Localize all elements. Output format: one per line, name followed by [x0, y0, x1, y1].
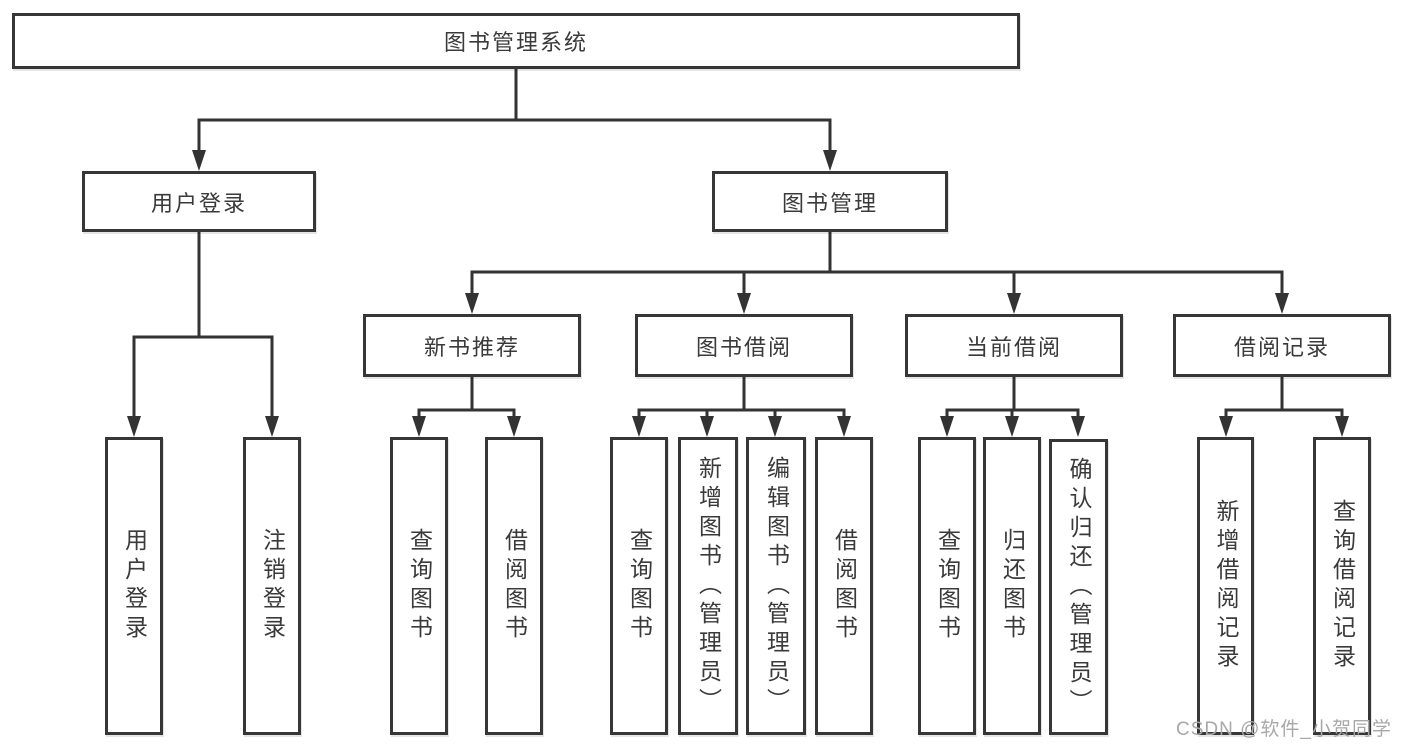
- leaf-query-borrow-record: 查询借阅记录: [1313, 437, 1371, 735]
- leaf-return-books: 归还图书: [983, 437, 1041, 735]
- arrow-icon: [265, 416, 279, 437]
- node-borrow-record: 借阅记录: [1173, 314, 1391, 377]
- arrow-icon: [940, 416, 954, 437]
- connector-user-login: [132, 229, 274, 422]
- leaf-add-books-admin: 新增图书（管理员）: [678, 437, 738, 735]
- arrow-icon: [823, 150, 837, 171]
- node-current-borrow: 当前借阅: [905, 314, 1123, 377]
- arrow-icon: [412, 416, 426, 437]
- leaf-logout: 注销登录: [243, 437, 301, 735]
- arrow-icon: [1335, 416, 1349, 437]
- connector-borrow-record: [1224, 374, 1344, 422]
- leaf-query-books: 查询图书: [918, 437, 976, 735]
- arrow-icon: [768, 416, 782, 437]
- arrow-icon: [1275, 293, 1289, 314]
- leaf-user-login: 用户登录: [105, 437, 163, 735]
- arrowheads: [127, 150, 1349, 437]
- leaf-query-books: 查询图书: [390, 437, 448, 735]
- arrow-icon: [127, 416, 141, 437]
- node-root: 图书管理系统: [12, 13, 1020, 69]
- leaf-query-books: 查询图书: [610, 437, 668, 735]
- arrow-icon: [700, 416, 714, 437]
- node-new-book-recommend: 新书推荐: [363, 314, 581, 377]
- leaf-confirm-return-admin: 确认归还（管理员）: [1049, 439, 1108, 735]
- connector-current-borrow: [945, 374, 1080, 422]
- arrow-icon: [192, 150, 206, 171]
- leaf-borrow-books: 借阅图书: [485, 437, 543, 735]
- connector-book-management: [470, 229, 1284, 299]
- arrow-icon: [837, 416, 851, 437]
- leaf-edit-books-admin: 编辑图书（管理员）: [746, 437, 806, 735]
- connector-root: [197, 68, 832, 156]
- node-book-borrow: 图书借阅: [635, 314, 853, 377]
- leaf-add-borrow-record: 新增借阅记录: [1197, 437, 1254, 735]
- leaf-borrow-books: 借阅图书: [815, 437, 873, 735]
- csdn-watermark: CSDN @软件_小贺同学: [1176, 719, 1392, 740]
- arrow-icon: [632, 416, 646, 437]
- arrow-icon: [1007, 293, 1021, 314]
- connector-new-book: [417, 374, 516, 422]
- connector-book-borrow: [637, 374, 846, 422]
- arrow-icon: [1219, 416, 1233, 437]
- arrow-icon: [1005, 416, 1019, 437]
- arrow-icon: [465, 293, 479, 314]
- arrow-icon: [1071, 416, 1085, 437]
- arrow-icon: [737, 293, 751, 314]
- node-user-login: 用户登录: [82, 171, 316, 232]
- arrow-icon: [507, 416, 521, 437]
- node-book-management: 图书管理: [712, 171, 948, 232]
